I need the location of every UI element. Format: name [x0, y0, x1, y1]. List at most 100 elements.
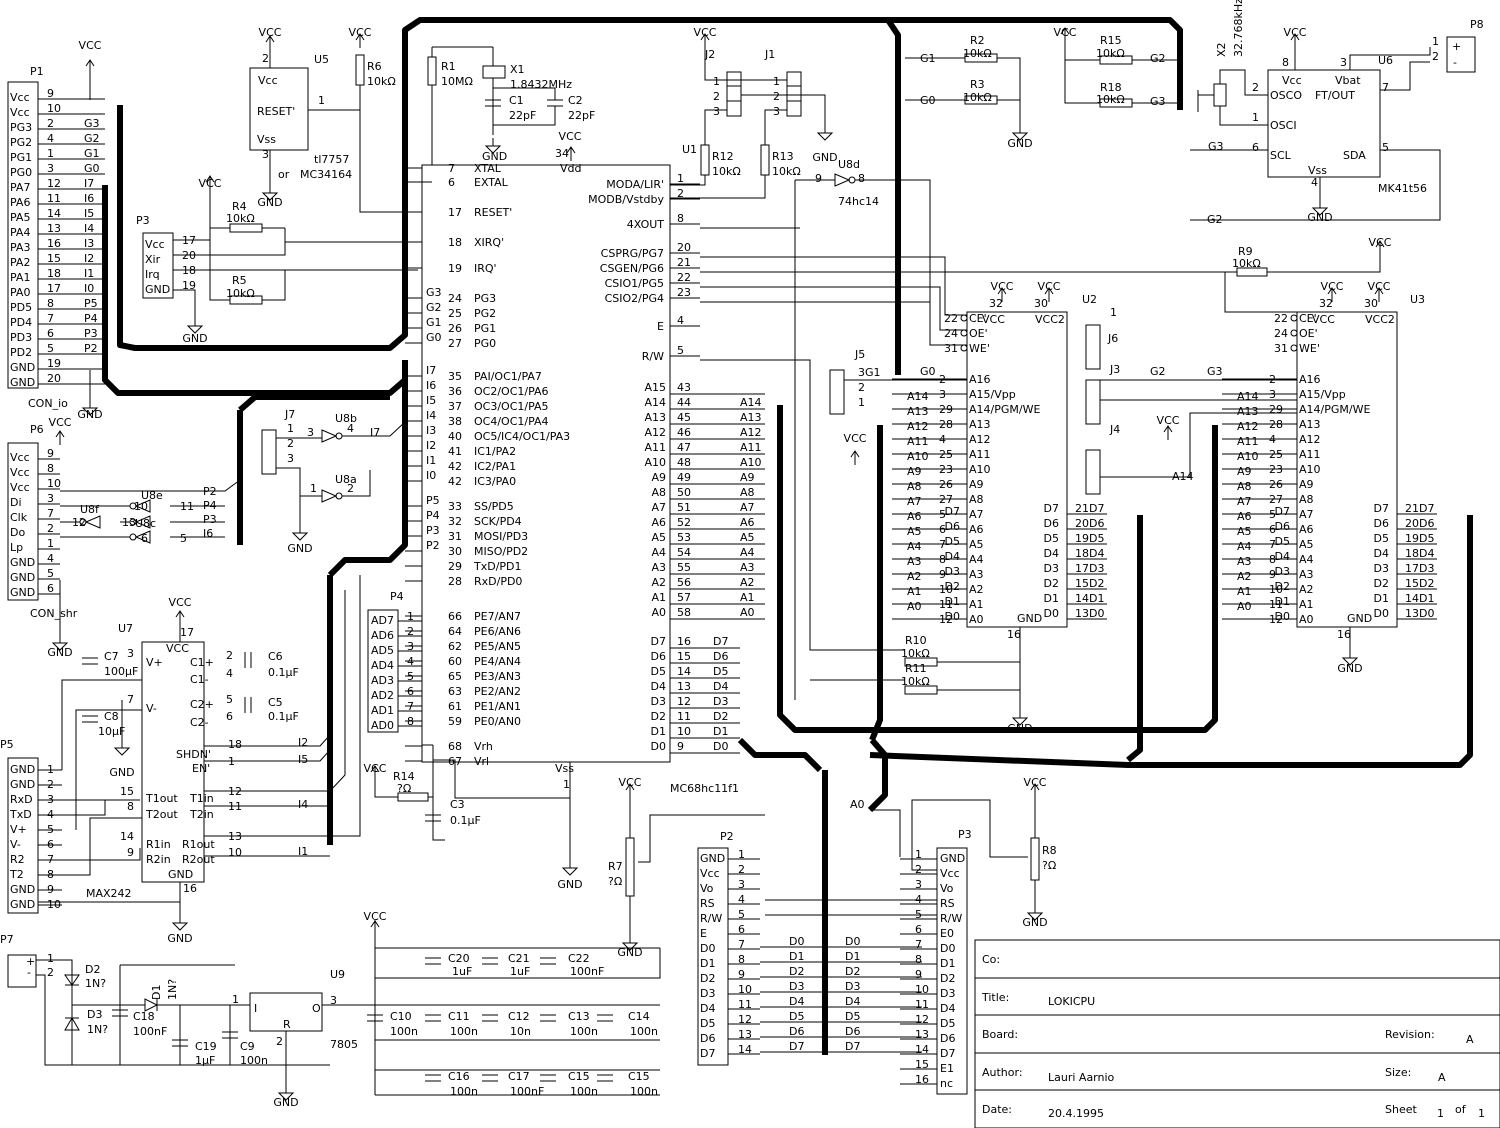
x2-wire1 [1219, 69, 1268, 96]
u5-pin-num: 1 [318, 94, 325, 107]
u1-addr-pin-num: 55 [677, 561, 691, 574]
lcd-pin-num: 14 [738, 1043, 752, 1056]
u1-bus-signal: I4 [426, 409, 436, 422]
u3-data-sig: D6 [1419, 517, 1434, 530]
p3r-pin-num: 16 [915, 1073, 929, 1086]
u1-vss-label: Vss [555, 762, 574, 775]
lcd-pin-num: 3 [738, 878, 745, 891]
u2-data-name: D6 [1044, 517, 1059, 530]
bus-line-2 [885, 18, 901, 375]
p3r-pin-num: 12 [915, 1013, 929, 1026]
r14-val: ?Ω [397, 782, 411, 795]
p1-pin-num: 12 [47, 177, 61, 190]
r4-ref: R4 [232, 200, 247, 213]
p3r-pin-name: D3 [940, 987, 955, 1000]
c2-val: 22pF [568, 109, 595, 122]
u1-bus-signal: I1 [426, 454, 436, 467]
u2-addr-signal: A9 [907, 465, 922, 478]
u7-pin-num: 10 [228, 846, 242, 859]
u7-pin-name: T2out [145, 808, 178, 821]
u1-pin-name-left: PG1 [474, 322, 496, 335]
j5-g0: G0 [920, 365, 936, 378]
p1-signal: P2 [84, 342, 98, 355]
u3-addr-name: A6 [1299, 523, 1314, 536]
u1-pin-num-left: 27 [448, 337, 462, 350]
u1-addr-signal: A12 [740, 426, 762, 439]
u3-ctrl-name: OE' [1299, 327, 1318, 340]
p1-gnd-label: GND [77, 408, 102, 421]
p1-pin-name: PA1 [10, 271, 30, 284]
p5-pin-name: GND [10, 898, 35, 911]
u3-addr-name: A4 [1299, 553, 1314, 566]
j4-vcc-label: VCC [1157, 414, 1180, 427]
size-label: Size: [1385, 1066, 1411, 1079]
u6-chip [1267, 69, 1381, 178]
p8-ref: P8 [1470, 18, 1484, 31]
u3-chip [1296, 311, 1398, 628]
u7-pin-num: 8 [127, 800, 134, 813]
u2-addr-name: A0 [969, 613, 984, 626]
j1-jumper [786, 71, 802, 117]
lcd-right-signal: D6 [845, 1025, 860, 1038]
u2-ctrl-num: 24 [944, 327, 958, 340]
u2-addr-name: A9 [969, 478, 984, 491]
p6-signal: P2 [203, 485, 217, 498]
u2-data-name: D2 [1044, 577, 1059, 590]
p7-gnd-wire [36, 974, 330, 1066]
r5-val: 10kΩ [226, 287, 255, 300]
p3r-pin-num: 3 [915, 878, 922, 891]
p4-pin-num: 5 [407, 670, 414, 683]
u3-addr-signal: A0 [1237, 600, 1252, 613]
u1-addr-pin-name: A14 [644, 396, 666, 409]
u3-addr-signal: A7 [1237, 495, 1252, 508]
csio2-wire [700, 301, 967, 346]
u3-data-num: 18 [1405, 547, 1419, 560]
u1-data-pin-num: 16 [677, 635, 691, 648]
lcd-pin-num: 2 [738, 863, 745, 876]
u9-out: O [312, 1002, 321, 1015]
u7-shdn [204, 734, 331, 747]
p6-ref: P6 [30, 423, 44, 436]
c11-val: 100n [570, 1025, 598, 1038]
p1-pin-name: PA2 [10, 256, 30, 269]
lcd-right-signal: D4 [845, 995, 860, 1008]
u8-pin: 10 [134, 500, 148, 513]
u7-pin-name: T1in [189, 792, 214, 805]
u1-data-pin-num: 12 [677, 695, 691, 708]
u1-addr-pin-name: A9 [651, 471, 666, 484]
c20-ref: C20 [448, 952, 470, 965]
p3-pin-name: GND [145, 283, 170, 296]
j-vcc-label: VCC [694, 26, 717, 39]
u1-data-pin-name: D7 [651, 635, 666, 648]
j1-pin: 1 [773, 75, 780, 88]
u1-pin-num-right: 1 [677, 172, 684, 185]
u1-pin-name-left: PE6/AN6 [474, 625, 521, 638]
u3-data-name: D0 [1374, 607, 1389, 620]
u3-addr-name: A3 [1299, 568, 1314, 581]
r18-ref: R18 [1100, 81, 1122, 94]
lcd-pin-num: 5 [738, 908, 745, 921]
a14-u3-wire [1100, 412, 1297, 478]
capacitor-row2 [597, 1014, 613, 1022]
u2-addr-signal: A14 [907, 390, 929, 403]
u1-pin-34: 34 [555, 147, 569, 160]
vcc-arrow [355, 33, 365, 48]
active-low-bubble [960, 329, 968, 337]
u8b-out-sig: I7 [370, 426, 380, 439]
c3-val: 0.1µF [268, 710, 299, 723]
u1-addr-signal: A4 [740, 546, 755, 559]
r5-wire2 [262, 270, 286, 301]
r9-right [1267, 255, 1381, 273]
u2-data-sig-left: D2 [945, 580, 960, 593]
u6-pin: 8 [1282, 56, 1289, 69]
a0-wire [870, 809, 901, 857]
c9-ref: C11 [448, 1010, 470, 1023]
u1-vcc-label: VCC [559, 130, 582, 143]
c22-val: 100nF [570, 965, 604, 978]
p6-signal: P4 [203, 499, 217, 512]
u7-pin-name: C1- [190, 673, 209, 686]
u1-bus-signal: G2 [426, 301, 442, 314]
co-label: Co: [982, 953, 1000, 966]
u1-part-name: MC68hc11f1 [670, 782, 739, 795]
p6-vcc-label: VCC [49, 416, 72, 429]
